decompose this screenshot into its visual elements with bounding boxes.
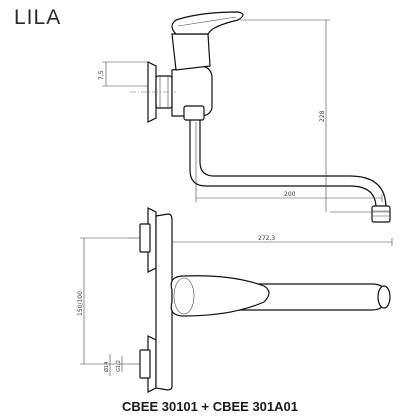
dim-inlet-spacing: 150/100 [77,291,84,316]
spout-connector [183,105,205,121]
lower-inlet-nut [139,349,151,379]
dim-spout-reach-top: 272,3 [258,235,275,242]
dim-inlet-diameter: Ø14 [103,362,110,372]
lever-handle [171,11,244,35]
top-lever [170,275,270,317]
aerator [371,205,391,223]
dim-spout-reach-side: 200 [284,191,296,198]
product-codes: CBEE 30101 + CBEE 301A01 [122,399,298,414]
dim-inlet-thread: G1/2 [116,360,122,372]
dim-thread-offset: 7,5 [98,70,105,80]
top-aerator [377,285,391,309]
side-view: 7,5 228 200 [98,11,391,223]
upper-inlet-nut [139,223,151,253]
dim-height: 228 [319,110,326,122]
top-view: 272,3 150/100 Ø14 G1/2 [77,207,393,393]
top-body [155,213,173,391]
spout-pipe [189,120,377,209]
cartridge-cap [171,33,211,71]
product-title: LILA [14,6,62,29]
